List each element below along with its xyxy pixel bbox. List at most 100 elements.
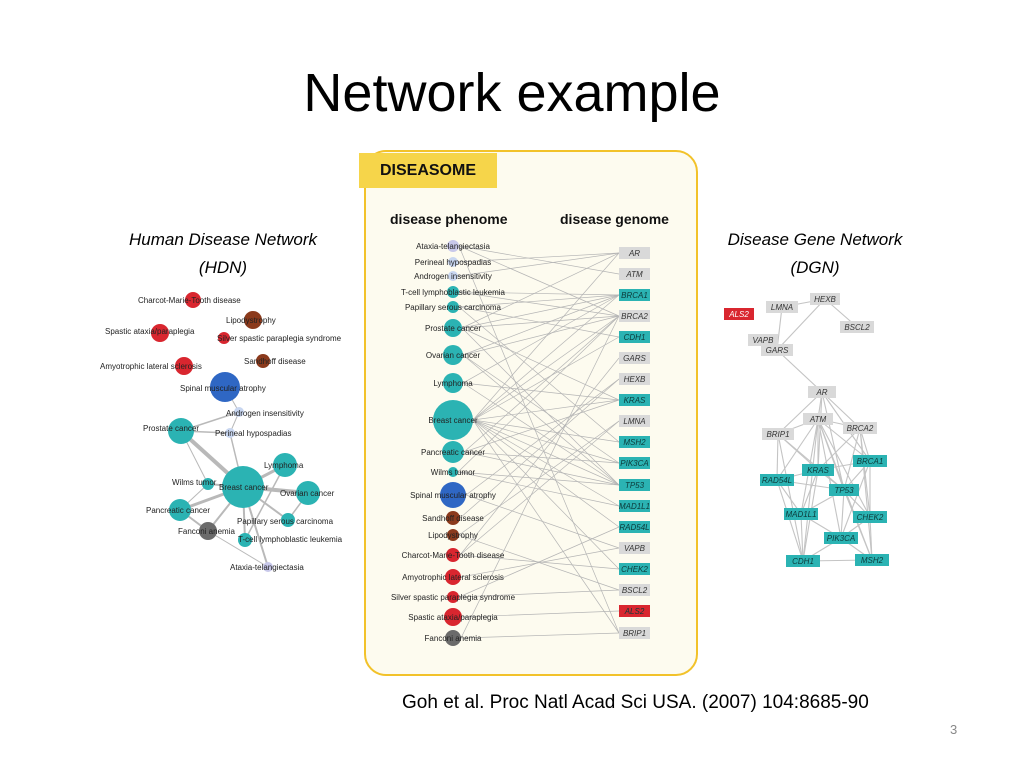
genome-node-tp53: TP53	[619, 479, 650, 491]
network-edge	[777, 433, 804, 562]
gene-box	[619, 373, 650, 385]
hdn-node-charcot-marie-tooth-disease: Charcot-Marie-Tooth disease	[138, 292, 241, 308]
node-label: Lymphoma	[433, 379, 473, 388]
dgn-title-line2: (DGN)	[790, 258, 840, 277]
hdn-node-t-cell-lymphoblastic-leukemia: T-cell lymphoblastic leukemia	[238, 533, 343, 547]
gene-box	[619, 415, 650, 427]
node-circle	[447, 286, 459, 298]
network-edge	[459, 378, 620, 519]
network-edge	[840, 460, 871, 539]
gene-label: LMNA	[623, 417, 645, 426]
node-circle	[222, 466, 264, 508]
node-circle	[168, 418, 194, 444]
network-edge	[472, 419, 620, 634]
node-label: Perineal hypospadias	[415, 258, 492, 267]
node-label: Amyotrophic lateral sclerosis	[402, 573, 504, 582]
hdn-node-ataxia-telangiectasia: Ataxia-telangiectasia	[230, 562, 304, 572]
gene-box	[619, 394, 650, 406]
phenome-node-pancreatic-cancer: Pancreatic cancer	[421, 441, 485, 463]
node-label: T-cell lymphoblastic leukemia	[238, 535, 343, 544]
network-edge	[457, 315, 620, 473]
hdn-node-lipodystrophy: Lipodystrophy	[226, 311, 276, 329]
network-edge	[472, 294, 620, 421]
gene-label: ALS2	[728, 310, 749, 319]
phenome-node-papillary-serous-carcinoma: Papillary serous carcinoma	[405, 301, 502, 313]
gene-box	[619, 436, 650, 448]
node-circle	[447, 240, 459, 252]
network-edge	[821, 391, 845, 491]
gene-box	[619, 500, 650, 512]
gene-label: RAD54L	[619, 523, 649, 532]
node-circle	[169, 499, 191, 521]
hdn-node-ovarian-cancer: Ovarian cancer	[280, 481, 335, 505]
hdn-node-androgen-insensitivity: Androgen insensitivity	[226, 407, 304, 418]
gene-box	[748, 334, 778, 346]
gene-box	[810, 293, 840, 305]
phenome-node-wilms-tumor: Wilms tumor	[431, 467, 476, 477]
network-edge	[458, 420, 620, 536]
network-edge	[472, 315, 620, 421]
node-label: Lymphoma	[264, 461, 304, 470]
dgn-node-brip1: BRIP1	[762, 428, 794, 440]
node-label: Papillary serous carcinoma	[405, 303, 502, 312]
gene-box	[619, 542, 650, 554]
hdn-node-spinal-muscular-atrophy: Spinal muscular atrophy	[180, 372, 266, 402]
dgn-node-vapb: VAPB	[748, 334, 778, 346]
node-label: Lipodystrophy	[428, 531, 478, 540]
gene-box	[855, 554, 889, 566]
network-edge	[843, 427, 861, 491]
node-circle	[447, 301, 459, 313]
gene-label: VAPB	[753, 336, 775, 345]
network-edge	[465, 378, 620, 496]
gene-label: CDH1	[624, 333, 646, 342]
gene-box	[786, 555, 820, 567]
genome-node-ar: AR	[619, 247, 650, 259]
genome-node-mad1l1: MAD1L1	[619, 500, 650, 512]
network-edge	[458, 245, 620, 317]
node-label: Charcot-Marie-Tooth disease	[402, 551, 505, 560]
genome-node-brca2: BRCA2	[619, 310, 650, 322]
node-circle	[202, 478, 214, 490]
node-circle	[448, 467, 458, 477]
page-number: 3	[950, 722, 958, 737]
network-edge	[776, 418, 819, 481]
node-circle	[296, 481, 320, 505]
dgn-node-mad1l1: MAD1L1	[784, 508, 818, 520]
dgn-node-gars: GARS	[761, 344, 793, 356]
node-label: Silver spastic paraplegia syndrome	[217, 334, 342, 343]
network-edge	[472, 419, 620, 486]
gene-label: BSCL2	[622, 586, 648, 595]
phenome-node-t-cell-lymphoblastic-leukemia: T-cell lymphoblastic leukemia	[401, 286, 506, 298]
node-label: Spastic ataxia/paraplegia	[105, 327, 195, 336]
network-edge	[461, 610, 620, 618]
node-label: Spinal muscular atrophy	[410, 491, 496, 500]
node-label: Spastic ataxia/paraplegia	[408, 613, 498, 622]
node-circle	[444, 319, 462, 337]
network-edge	[458, 589, 620, 598]
node-circle	[443, 345, 463, 365]
genome-node-chek2: CHEK2	[619, 563, 650, 575]
dgn-node-pik3ca: PIK3CA	[824, 532, 858, 544]
genome-node-cdh1: CDH1	[619, 331, 650, 343]
network-edge	[776, 349, 823, 393]
node-label: Pancreatic cancer	[146, 506, 210, 515]
phenome-node-spastic-ataxia-paraplegia: Spastic ataxia/paraplegia	[408, 608, 498, 626]
dgn-title-line1: Disease Gene Network	[727, 230, 903, 249]
hdn-node-prostate-cancer: Prostate cancer	[143, 418, 199, 444]
gene-box	[619, 247, 650, 259]
hdn-node-wilms-tumor: Wilms tumor	[172, 478, 217, 490]
gene-label: MSH2	[861, 556, 884, 565]
hdn-node-silver-spastic-paraplegia-syndrome: Silver spastic paraplegia syndrome	[217, 332, 342, 344]
genome-node-lmna: LMNA	[619, 415, 650, 427]
node-label: Fanconi anemia	[178, 527, 235, 536]
gene-box	[619, 584, 650, 596]
network-edge	[472, 336, 620, 421]
node-label: Breast cancer	[219, 483, 269, 492]
dgn-node-als2: ALS2	[724, 308, 754, 320]
gene-label: LMNA	[771, 303, 793, 312]
gene-box	[619, 457, 650, 469]
node-circle	[273, 453, 297, 477]
dgn-node-lmna: LMNA	[766, 301, 798, 313]
gene-box	[853, 455, 887, 467]
